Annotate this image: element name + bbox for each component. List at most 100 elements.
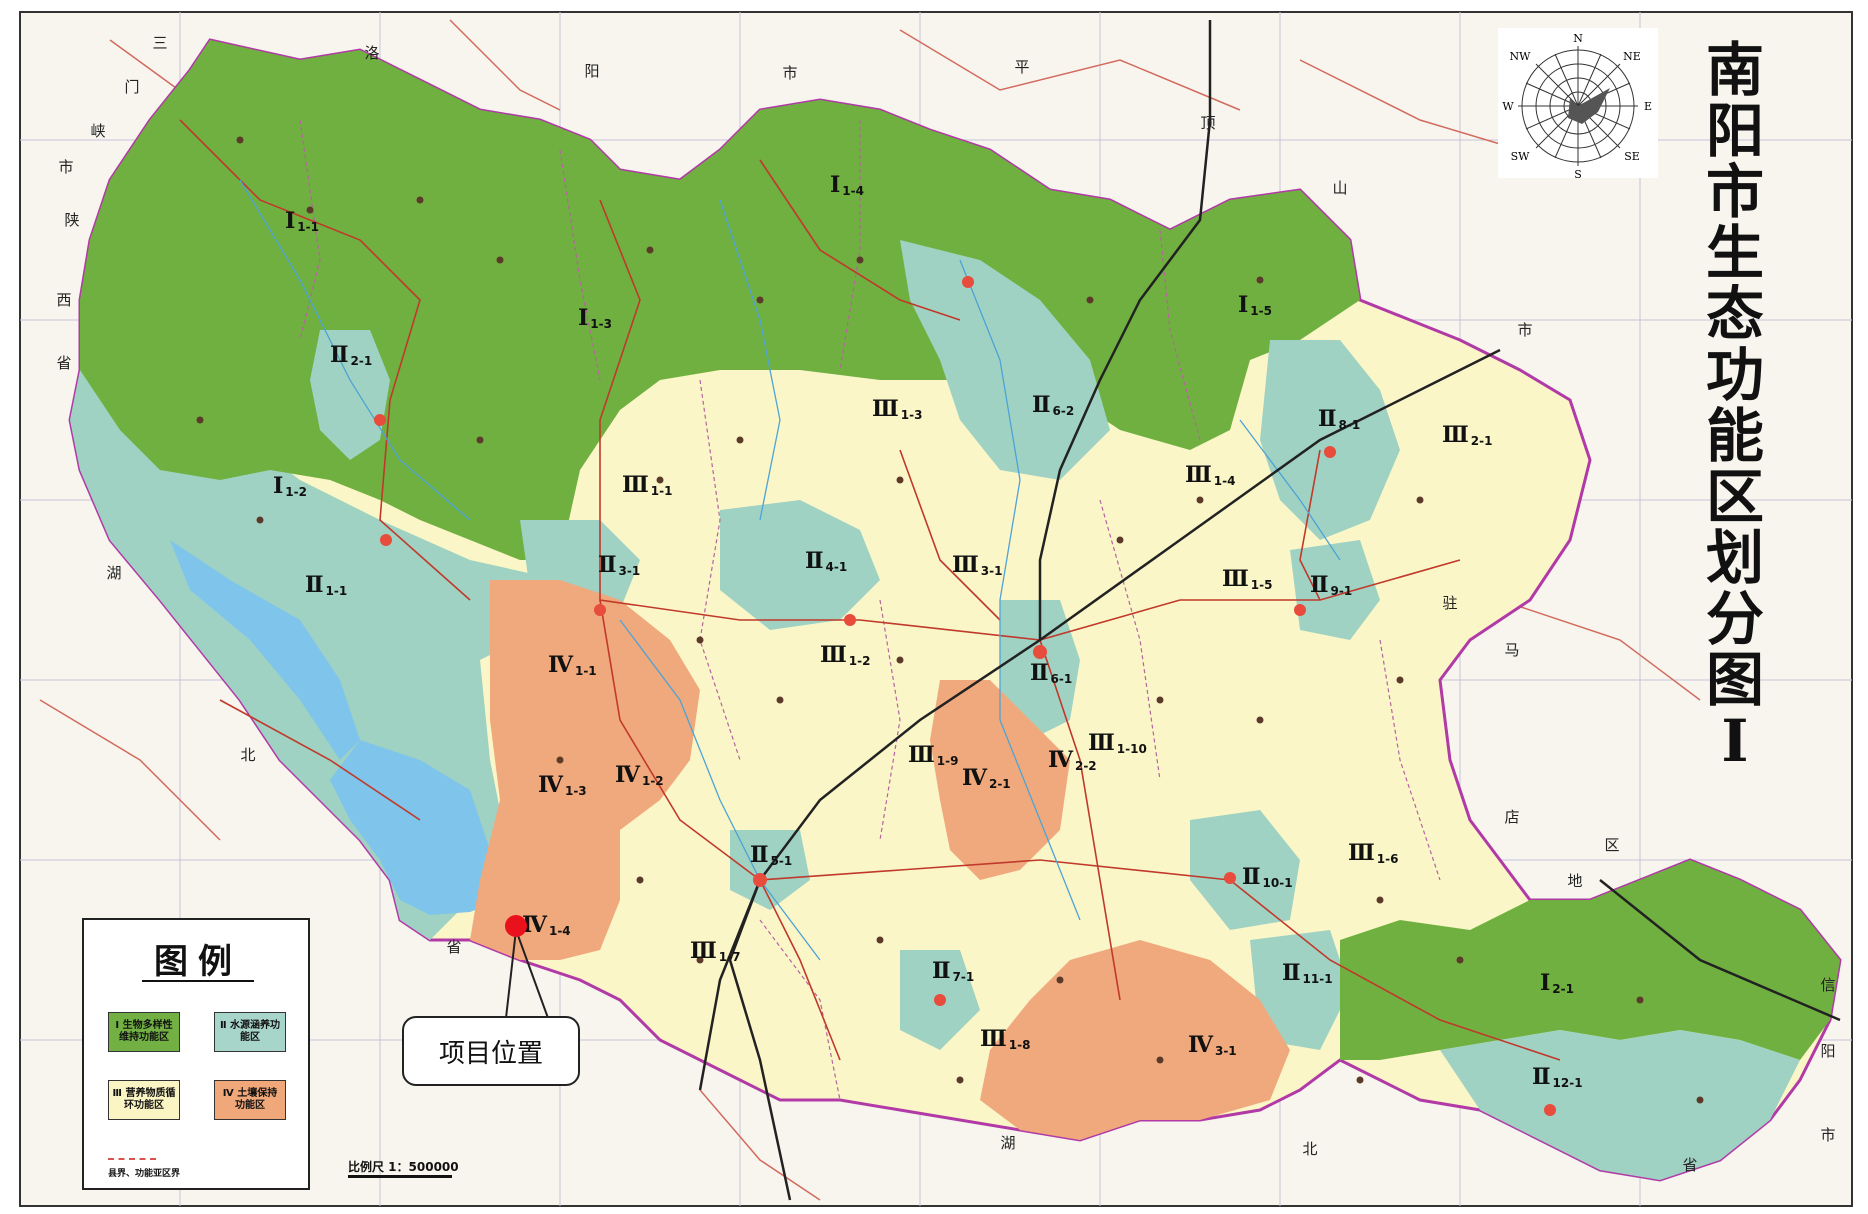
zone-label-sub: 12-1 — [1553, 1076, 1583, 1090]
zone-label-sub: 2-2 — [1075, 759, 1097, 773]
region-label: 市 — [1820, 1126, 1835, 1144]
region-label: 峡 — [90, 122, 105, 140]
zone-II-11-1[interactable] — [1250, 930, 1350, 1050]
zone-label-sub: 1-10 — [1117, 742, 1147, 756]
legend-item-zone-I: Ⅰ 生物多样性维持功能区 — [108, 1012, 180, 1052]
zone-label-main: Ⅱ — [1030, 660, 1049, 686]
zone-II-8-1[interactable] — [1260, 340, 1400, 540]
zone-label-main: Ⅱ — [1310, 572, 1329, 598]
zone-label-main: Ⅲ — [980, 1026, 1007, 1052]
zone-label-sub: 1-9 — [937, 754, 959, 768]
title-char: 能 — [1705, 402, 1764, 470]
zone-label-sub: 4-1 — [826, 560, 848, 574]
zone-label-main: Ⅲ — [690, 938, 717, 964]
zone-label-sub: 9-1 — [1331, 584, 1353, 598]
zone-label-main: Ⅰ — [273, 473, 283, 499]
zone-label-main: Ⅰ — [1238, 292, 1248, 318]
compass-w: W — [1502, 100, 1514, 113]
region-label: 湖 — [106, 564, 121, 582]
title-char: 态 — [1705, 280, 1764, 348]
zone-II-4-1[interactable] — [720, 500, 880, 630]
zone-label-sub: 1-2 — [642, 774, 664, 788]
zone-label-sub: 2-1 — [1471, 434, 1493, 448]
zone-label-main: Ⅳ — [538, 772, 564, 798]
roads — [179, 119, 1561, 1061]
region-label: 市 — [1517, 321, 1532, 339]
region-label: 地 — [1567, 872, 1582, 890]
region-label: 店 — [1504, 808, 1519, 826]
legend-title-underline — [142, 980, 254, 982]
zone-IV-west[interactable] — [470, 580, 700, 960]
zone-label-main: Ⅱ — [598, 552, 617, 578]
zone-IV-2[interactable] — [930, 680, 1070, 880]
reservoir-channel — [170, 540, 360, 760]
compass-rose-icon: N S E W NE NW SE SW — [1498, 28, 1658, 178]
project-location-marker[interactable] — [505, 915, 527, 937]
zone-label-sub: 1-5 — [1251, 578, 1273, 592]
zone-II-5-1[interactable] — [730, 830, 810, 910]
legend: 图例 Ⅰ 生物多样性维持功能区 Ⅱ 水源涵养功能区 Ⅲ 营养物质循环功能区 Ⅳ … — [82, 918, 310, 1190]
region-label: 市 — [782, 64, 797, 82]
zone-label-sub: 2-1 — [989, 777, 1011, 791]
region-label: 信 — [1820, 976, 1835, 994]
zone-II-12-1[interactable] — [1440, 1030, 1800, 1180]
region-label: 马 — [1504, 641, 1519, 659]
title-char: 图 — [1705, 646, 1764, 714]
zone-label-main: Ⅳ — [1188, 1032, 1214, 1058]
zone-label-sub: 1-2 — [285, 485, 307, 499]
zone-label-sub: 1-4 — [549, 924, 571, 938]
zone-II-6-2[interactable] — [900, 240, 1110, 480]
zone-label-main: Ⅱ — [330, 342, 349, 368]
scale-bar-line — [348, 1175, 452, 1178]
legend-item-zone-III: Ⅲ 营养物质循环功能区 — [108, 1080, 180, 1120]
title-char: 生 — [1705, 219, 1764, 287]
zone-label-main: Ⅲ — [872, 396, 899, 422]
zone-label-sub: 5-1 — [771, 854, 793, 868]
zone-label-sub: 8-1 — [1339, 418, 1361, 432]
region-label: 市 — [58, 158, 73, 176]
region-label: 驻 — [1442, 594, 1457, 612]
zone-label-main: Ⅳ — [1048, 747, 1074, 773]
zone-label-main: Ⅲ — [1088, 730, 1115, 756]
zone-II-9-1[interactable] — [1290, 540, 1380, 640]
project-location-callout[interactable]: 项目位置 — [402, 1016, 580, 1086]
zone-label-sub: 2-1 — [1552, 982, 1574, 996]
compass-e: E — [1644, 100, 1652, 113]
title-char: 分 — [1705, 585, 1764, 653]
zone-II-2-1[interactable] — [310, 330, 390, 460]
rivers — [239, 179, 1341, 961]
zone-I-north[interactable] — [80, 40, 1360, 560]
zone-label-sub: 1-4 — [842, 184, 864, 198]
legend-boundary-label: 县界、功能亚区界 — [108, 1169, 181, 1179]
zone-label-sub: 11-1 — [1303, 972, 1333, 986]
region-label: 北 — [240, 746, 255, 764]
zone-label-sub: 1-3 — [901, 408, 923, 422]
zone-II-10-1[interactable] — [1190, 810, 1300, 930]
region-label: 阳 — [584, 62, 599, 80]
zone-IV-3-1[interactable] — [980, 940, 1290, 1140]
region-label: 顶 — [1200, 114, 1215, 132]
compass-ne: NE — [1623, 50, 1641, 63]
compass-s: S — [1574, 168, 1582, 178]
zone-I-southeast[interactable] — [1340, 860, 1840, 1060]
